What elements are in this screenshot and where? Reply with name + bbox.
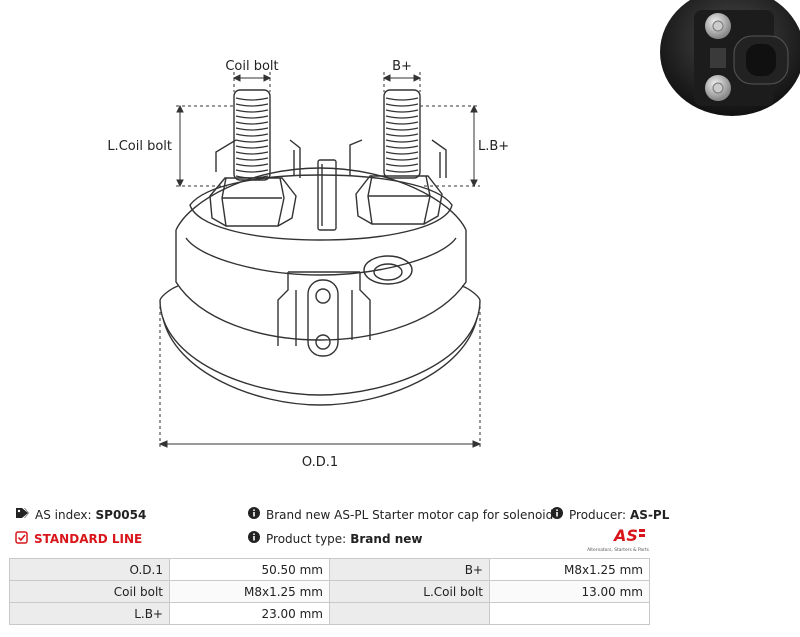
line-label: STANDARD LINE (34, 532, 143, 546)
spec-key (329, 602, 490, 625)
info-icon (248, 531, 260, 546)
thread-line (235, 175, 269, 179)
spec-value: M8x1.25 mm (489, 558, 650, 581)
thread-line (235, 127, 269, 131)
thread-line (385, 133, 419, 137)
spec-key: L.B+ (9, 602, 170, 625)
spec-key: Coil bolt (9, 580, 170, 603)
producer: Producer: AS-PL (551, 507, 669, 522)
spec-value: 13.00 mm (489, 580, 650, 603)
thread-line (385, 121, 419, 125)
table-row: Coil bolt M8x1.25 mm L.Coil bolt 13.00 m… (9, 580, 650, 603)
coil-bolt-label: Coil bolt (225, 59, 278, 74)
l-b-plus-label: L.B+ (478, 139, 509, 154)
checkbox-icon (15, 531, 28, 547)
svg-text:Alternators, Starters & Parts: Alternators, Starters & Parts (587, 547, 650, 553)
thread-line (385, 109, 419, 113)
spec-value: M8x1.25 mm (169, 580, 330, 603)
thread-line (235, 103, 269, 107)
producer-value: AS-PL (630, 507, 670, 522)
thread-line (385, 115, 419, 119)
spec-key: B+ (329, 558, 490, 581)
b-plus-label: B+ (392, 59, 412, 74)
thread-line (235, 163, 269, 167)
thread-line (385, 145, 419, 149)
spec-value: 50.50 mm (169, 558, 330, 581)
table-row: O.D.1 50.50 mm B+ M8x1.25 mm (9, 558, 650, 581)
spec-key: L.Coil bolt (329, 580, 490, 603)
thread-line (385, 139, 419, 143)
svg-text:AS: AS (612, 526, 638, 545)
as-pl-logo: AS Alternators, Starters & Parts (586, 524, 650, 554)
thread-line (235, 157, 269, 161)
thread-line (235, 139, 269, 143)
od1-label: O.D.1 (302, 455, 338, 470)
info-icon (248, 507, 260, 522)
producer-label: Producer: (569, 507, 627, 522)
thread-line (235, 169, 269, 173)
description: Brand new AS-PL Starter motor cap for so… (248, 507, 553, 522)
spec-value: 23.00 mm (169, 602, 330, 625)
product-type-value: Brand new (350, 531, 423, 546)
product-photo (654, 0, 800, 116)
spec-table: O.D.1 50.50 mm B+ M8x1.25 mm Coil bolt M… (9, 558, 650, 625)
line-badge: STANDARD LINE (15, 531, 142, 547)
thread-line (385, 169, 419, 173)
product-type: Product type: Brand new (248, 531, 422, 546)
thread-line (385, 151, 419, 155)
thread-line (385, 97, 419, 101)
thread-line (235, 151, 269, 155)
l-coil-bolt-label: L.Coil bolt (107, 139, 172, 154)
thread-line (385, 103, 419, 107)
thread-line (385, 163, 419, 167)
thread-line (385, 157, 419, 161)
as-index: AS index: SP0054 (15, 507, 146, 522)
info-icon (551, 507, 563, 522)
technical-drawing: Coil bolt B+ L.Coil bolt L.B+ O.D.1 (107, 59, 509, 470)
as-index-label: AS index: (35, 507, 92, 522)
thread-line (385, 127, 419, 131)
thread-line (235, 115, 269, 119)
table-row: L.B+ 23.00 mm (9, 602, 650, 625)
spec-value (489, 602, 650, 625)
product-type-label: Product type: (266, 531, 347, 546)
tag-icon (15, 507, 29, 522)
thread-line (235, 97, 269, 101)
thread-line (235, 121, 269, 125)
as-index-value: SP0054 (95, 507, 147, 522)
thread-line (235, 109, 269, 113)
thread-line (235, 133, 269, 137)
description-text: Brand new AS-PL Starter motor cap for so… (266, 507, 554, 522)
spec-key: O.D.1 (9, 558, 170, 581)
thread-line (235, 145, 269, 149)
